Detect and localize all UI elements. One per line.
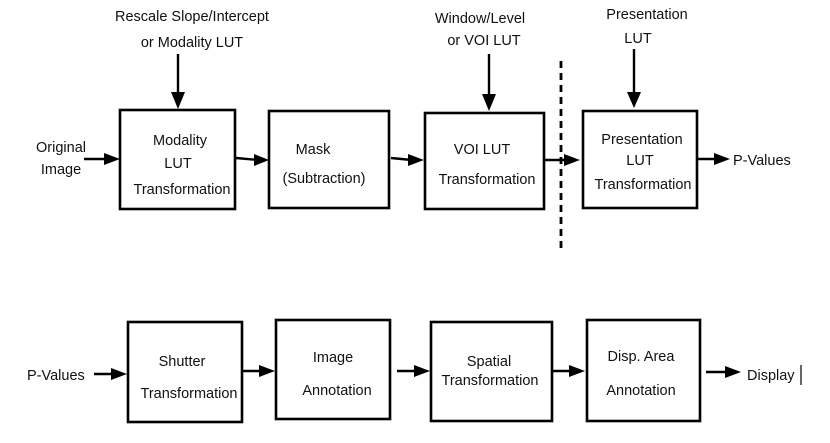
image-annotation-box-line1: Image [313,350,353,366]
spatial-to-disp-area-arrow [553,365,585,377]
mask-to-voi-arrow [390,154,424,166]
shutter-box: Shutter Transformation [126,320,244,424]
presentation-box-line3: Transformation [595,177,692,193]
voi-box-line2: Transformation [439,172,536,188]
presentation-output-arrow [698,153,730,165]
modality-box-line3: Transformation [134,182,231,198]
shutter-box-line2: Transformation [141,386,238,402]
voi-to-presentation-arrow [545,154,580,166]
disp-area-box-line1: Disp. Area [608,349,676,365]
presentation-box-line1: Presentation [601,132,682,148]
window-input-arrow [482,54,496,111]
spatial-box-line2: Transformation [442,373,539,389]
image-to-spatial-arrow [397,365,430,377]
image-annotation-box: Image Annotation [274,318,392,421]
modality-lut-box: Modality LUT Transformation [118,108,237,211]
window-input-label-line1: Window/Level [435,11,525,27]
voi-box-line1: VOI LUT [454,142,511,158]
original-image-arrow [84,153,120,165]
disp-area-box-line2: Annotation [606,383,675,399]
presentation-input-label-line1: Presentation [606,7,687,23]
presentation-input-label-line2: LUT [624,31,652,47]
window-input-label-line2: or VOI LUT [447,33,520,49]
presentation-box-line2: LUT [626,153,654,169]
modality-input-label-line2: or Modality LUT [141,35,243,51]
disp-area-annotation-box: Disp. Area Annotation [585,318,702,423]
modality-input-arrow [171,54,185,109]
bottom-source-label: P-Values [27,368,85,384]
mask-box-line1: Mask [296,142,331,158]
top-output-label: P-Values [733,153,791,169]
display-output-arrow [706,366,741,378]
display-output-label: Display [747,368,795,384]
voi-lut-box: VOI LUT Transformation [423,111,546,211]
spatial-box-line1: Spatial [467,354,511,370]
original-image-label-line1: Original [36,140,86,156]
modality-input-label-line1: Rescale Slope/Intercept [115,9,269,25]
mask-box-line2: (Subtraction) [282,171,365,187]
shutter-box-line1: Shutter [159,354,206,370]
spatial-transformation-box: Spatial Transformation [429,320,554,423]
presentation-lut-box: Presentation LUT Transformation [581,109,699,210]
mask-box: Mask (Subtraction) [267,109,391,210]
image-annotation-box-line2: Annotation [302,383,371,399]
modality-box-line1: Modality [153,133,208,149]
original-image-label-line2: Image [41,162,81,178]
shutter-to-image-arrow [243,365,275,377]
presentation-input-arrow [627,49,641,108]
modality-to-mask-arrow [235,154,269,166]
modality-box-line2: LUT [164,156,192,172]
bottom-source-arrow [94,368,127,380]
